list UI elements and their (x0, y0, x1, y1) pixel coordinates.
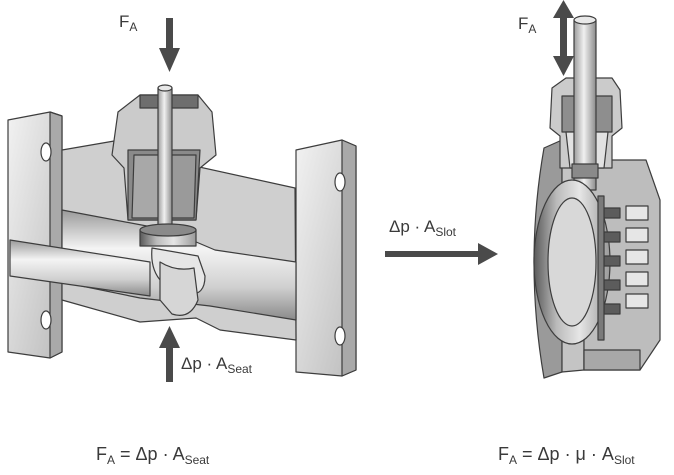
right-formula: FA = Δp · μ · ASlot (498, 444, 635, 467)
pressure-arrow-right (385, 243, 498, 265)
left-pressure-label: Δp · ASeat (181, 354, 253, 376)
pressure-arrow-up (159, 326, 180, 382)
left-formula: FA = Δp · ASeat (96, 444, 210, 467)
force-arrow-double (553, 0, 574, 76)
globe-valve-cutaway (7, 84, 357, 377)
force-arrow-down (159, 18, 180, 72)
middle-pressure-label: Δp · ASlot (389, 217, 457, 239)
right-force-label: FA (518, 14, 537, 36)
left-force-label: FA (119, 12, 138, 34)
rotary-valve-cutaway (533, 15, 661, 379)
